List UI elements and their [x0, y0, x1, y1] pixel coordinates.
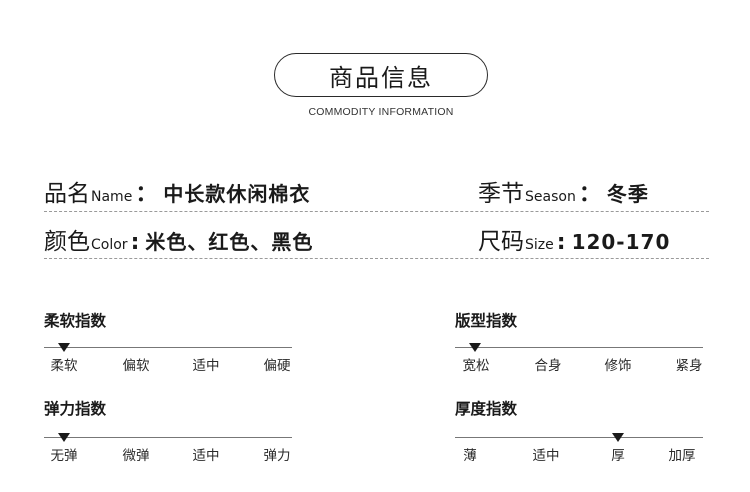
- season-field: 季节 Season ： 冬季: [478, 174, 649, 208]
- row-divider: [44, 211, 709, 212]
- thickness-scale-title: 厚度指数: [455, 400, 518, 418]
- section-title: 商品信息: [329, 63, 433, 92]
- fit-scale-title: 版型指数: [455, 312, 518, 330]
- size-label-cn: 尺码: [478, 229, 524, 255]
- color-field: 颜色 Color : 米色、红色、黑色: [44, 222, 313, 256]
- name-value: 中长款休闲棉衣: [163, 182, 311, 206]
- season-value: 冬季: [606, 182, 649, 206]
- thickness-option: 加厚: [668, 448, 696, 464]
- elasticity-option: 弹力: [263, 448, 291, 464]
- size-colon: :: [556, 230, 566, 255]
- color-colon: :: [130, 230, 140, 255]
- size-value: 120-170: [571, 230, 671, 254]
- softness-option: 适中: [192, 358, 220, 374]
- section-title-pill: 商品信息: [274, 53, 488, 97]
- thickness-option: 适中: [532, 448, 560, 464]
- elasticity-scale-title: 弹力指数: [44, 400, 107, 418]
- softness-marker-icon: [58, 343, 70, 352]
- thickness-option: 厚: [611, 448, 625, 464]
- elasticity-option: 微弹: [122, 448, 150, 464]
- thickness-marker-icon: [612, 433, 624, 442]
- fit-scale-line: [455, 347, 703, 348]
- season-label-en: Season: [525, 189, 576, 205]
- name-colon: ：: [135, 182, 158, 207]
- thickness-scale-line: [455, 437, 703, 438]
- thickness-option: 薄: [463, 448, 477, 464]
- size-field: 尺码 Size : 120-170: [478, 222, 670, 256]
- color-label-en: Color: [91, 237, 128, 253]
- size-label-en: Size: [525, 237, 554, 253]
- season-label-cn: 季节: [478, 181, 524, 207]
- fit-option: 宽松: [462, 358, 490, 374]
- row-divider: [44, 258, 709, 259]
- fit-option: 修饰: [604, 358, 632, 374]
- softness-scale-title: 柔软指数: [44, 312, 107, 330]
- product-name-field: 品名 Name ： 中长款休闲棉衣: [44, 174, 310, 208]
- fit-marker-icon: [469, 343, 481, 352]
- fit-option: 紧身: [675, 358, 703, 374]
- softness-option: 偏硬: [263, 358, 291, 374]
- season-colon: ：: [578, 182, 601, 207]
- elasticity-marker-icon: [58, 433, 70, 442]
- name-label-en: Name: [91, 189, 133, 205]
- softness-scale-line: [44, 347, 292, 348]
- elasticity-option: 适中: [192, 448, 220, 464]
- color-label-cn: 颜色: [44, 229, 90, 255]
- softness-option: 偏软: [122, 358, 150, 374]
- section-subtitle: COMMODITY INFORMATION: [308, 106, 454, 118]
- fit-option: 合身: [534, 358, 562, 374]
- elasticity-option: 无弹: [50, 448, 78, 464]
- elasticity-scale-line: [44, 437, 292, 438]
- softness-option: 柔软: [50, 358, 78, 374]
- name-label-cn: 品名: [44, 181, 90, 207]
- color-value: 米色、红色、黑色: [145, 230, 314, 254]
